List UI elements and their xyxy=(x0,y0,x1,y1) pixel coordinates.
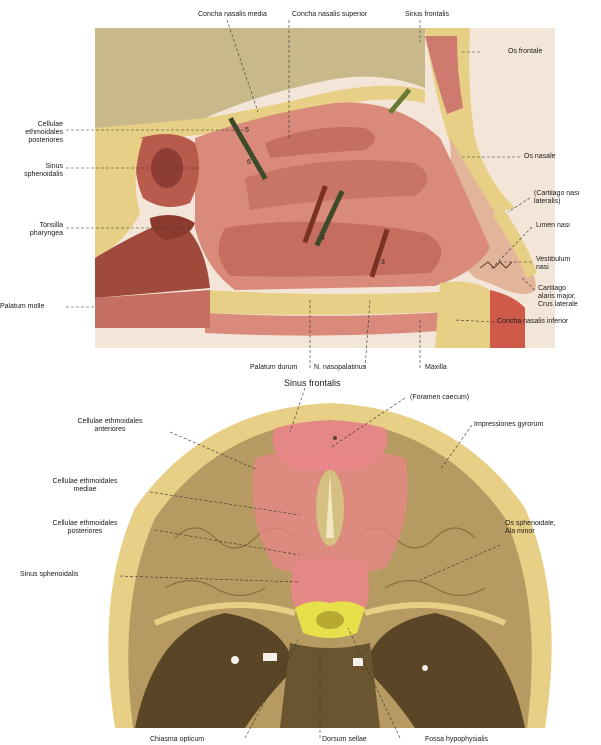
foramen-left-1 xyxy=(231,656,239,664)
label-foramen-caecum: (Foramen caecum) xyxy=(410,394,469,402)
label-chiasma-opticum: Chiasma opticum xyxy=(150,736,204,744)
label-fossa-hypophysialis: Fossa hypophysialis xyxy=(425,736,488,744)
sagittal-nasal-cavity-figure: 5 6 4 3 xyxy=(95,28,555,348)
label-vestibulum-nasi: Vestibulum nasi xyxy=(536,256,601,272)
label-n-nasopalatinus: N. nasopalatinus xyxy=(314,364,366,372)
label-maxilla: Maxilla xyxy=(425,364,447,372)
label-palatum-durum: Palatum durum xyxy=(250,364,297,372)
label-sinus-sphenoidalis-top: Sinus sphenoidalis xyxy=(8,163,63,179)
label-concha-nasalis-superior: Concha nasalis superior xyxy=(292,11,367,19)
figure-number-5: 5 xyxy=(245,127,249,134)
label-sinus-sphenoidalis-bottom: Sinus sphenoidalis xyxy=(20,571,78,579)
label-palatum-molle: Palatum molle xyxy=(0,303,64,311)
label-dorsum-sellae: Dorsum sellae xyxy=(322,736,367,744)
label-tonsilla-pharyngea: Tonsilla pharyngea xyxy=(8,222,63,238)
label-impressiones-gyrorum: Impressiones gyrorum xyxy=(474,421,543,429)
label-cartilago-nasi-lateralis: (Cartilago nasi lateralis) xyxy=(534,190,601,206)
dorsum-sellae-shape xyxy=(280,643,380,728)
optic-canal-right xyxy=(353,658,363,666)
label-concha-nasalis-media: Concha nasalis media xyxy=(198,11,267,19)
label-os-nasale: Os nasale xyxy=(524,153,556,161)
sphenoid-sinus-opening xyxy=(151,148,183,188)
label-cellulae-ethmoidales-posteriores-top: Cellulae ethmoidales posteriores xyxy=(8,121,63,145)
figure-number-3: 3 xyxy=(381,259,385,266)
foramen-right-1 xyxy=(422,665,428,671)
fossa-hypophysialis-shape xyxy=(316,611,344,629)
label-cellulae-ethmoidales-posteriores-bottom: Cellulae ethmoidales posteriores xyxy=(20,520,150,536)
label-cellulae-ethmoidales-mediae: Cellulae ethmoidales mediae xyxy=(20,478,150,494)
label-limen-nasi: Limen nasi xyxy=(536,222,601,230)
label-os-sphenoidale: Os sphenoidale, Ala minor xyxy=(505,520,601,536)
optic-canal-left xyxy=(263,653,277,661)
label-cartilago-alaris-major: Cartilago alaris major, Crus laterale xyxy=(538,285,601,309)
label-sinus-frontalis-bottom: Sinus frontalis xyxy=(284,378,341,388)
maxilla-region xyxy=(435,282,490,348)
label-sinus-frontalis-top: Sinus frontalis xyxy=(405,11,449,19)
cranial-base-figure xyxy=(95,398,565,728)
label-cellulae-ethmoidales-anteriores: Cellulae ethmoidales anteriores xyxy=(45,418,175,434)
label-concha-nasalis-inferior: Concha nasalis inferior xyxy=(497,318,568,326)
foramen-caecum-dot xyxy=(333,436,337,440)
label-os-frontale: Os frontale xyxy=(508,48,542,56)
figure-number-6: 6 xyxy=(247,159,251,166)
figure-number-4: 4 xyxy=(321,235,325,242)
